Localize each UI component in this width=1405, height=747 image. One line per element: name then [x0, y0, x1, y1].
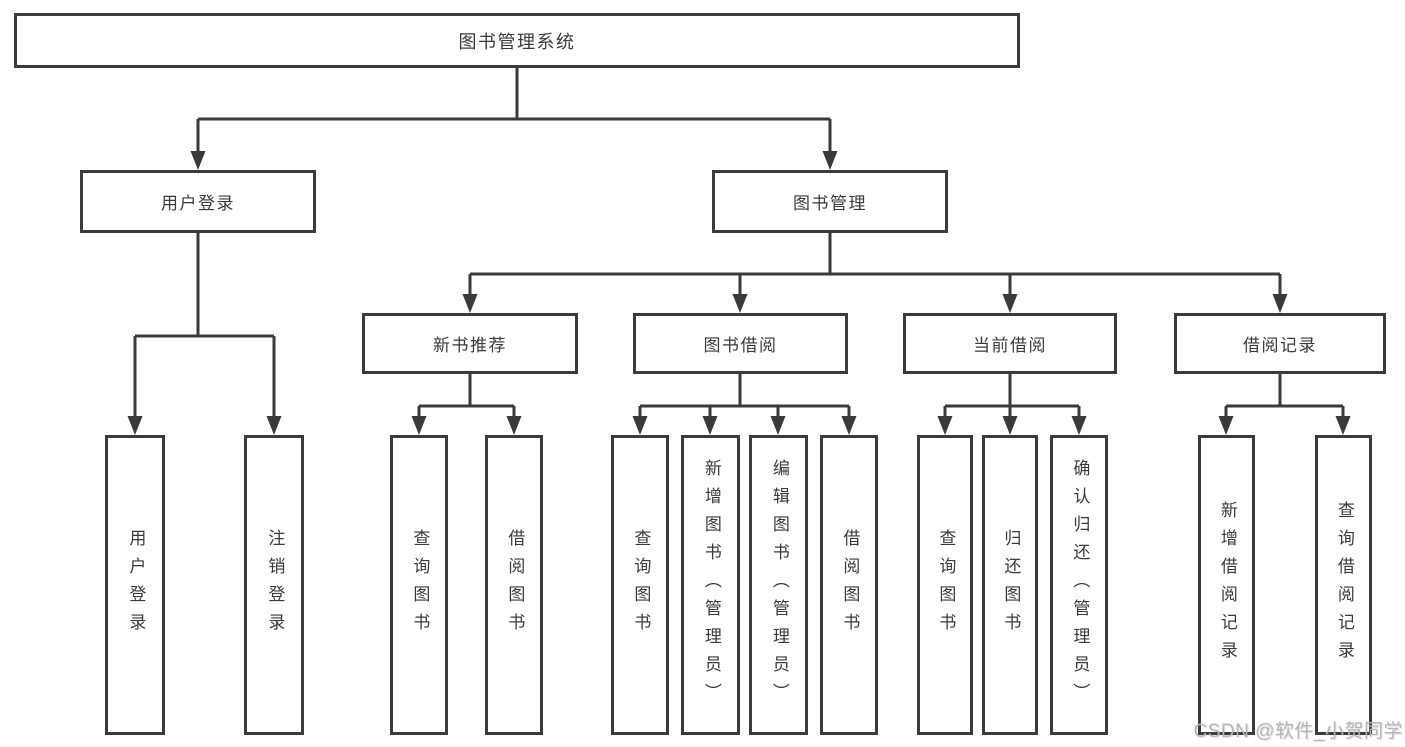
- arrowhead-icon: [462, 294, 478, 313]
- node-leaf-query-borrow-record: 查询借阅记录: [1315, 435, 1372, 735]
- node-leaf-borrow-books-1: 借阅图书: [485, 435, 543, 735]
- connector: [638, 374, 851, 420]
- arrowhead-icon: [411, 416, 427, 435]
- node-book-management-system: 图书管理系统: [14, 13, 1020, 68]
- node-leaf-return-books: 归还图书: [982, 435, 1038, 735]
- arrowhead-icon: [1272, 294, 1288, 313]
- node-label: 查询图书: [631, 529, 651, 641]
- arrowhead-icon: [841, 416, 857, 435]
- arrowhead-icon: [732, 294, 748, 313]
- node-leaf-borrow-books-2: 借阅图书: [820, 435, 878, 735]
- node-leaf-logout: 注销登录: [244, 435, 304, 735]
- node-leaf-add-books-admin: 新增图书（管理员）: [681, 435, 740, 735]
- node-label: 图书管理: [793, 194, 867, 213]
- node-leaf-edit-books-admin: 编辑图书（管理员）: [749, 435, 808, 735]
- node-label: 新书推荐: [433, 336, 507, 355]
- node-borrowing-records: 借阅记录: [1174, 313, 1386, 374]
- arrowhead-icon: [1002, 294, 1018, 313]
- node-label: 图书管理系统: [458, 31, 576, 52]
- connector: [133, 233, 276, 420]
- connector: [196, 68, 832, 155]
- arrowhead-icon: [822, 151, 838, 170]
- node-leaf-query-books-3: 查询图书: [917, 435, 973, 735]
- node-label: 借阅记录: [1243, 336, 1317, 355]
- node-user-login: 用户登录: [80, 170, 316, 233]
- node-label: 编辑图书（管理员）: [769, 459, 789, 711]
- arrowhead-icon: [1218, 416, 1234, 435]
- node-label: 注销登录: [265, 529, 285, 641]
- node-label: 当前借阅: [973, 336, 1047, 355]
- node-label: 查询借阅记录: [1334, 501, 1354, 669]
- node-label: 图书借阅: [703, 336, 778, 355]
- node-label: 用户登录: [161, 194, 235, 213]
- node-leaf-confirm-return-admin: 确认归还（管理员）: [1050, 435, 1108, 735]
- node-label: 归还图书: [1001, 529, 1021, 641]
- node-new-book-recommend: 新书推荐: [362, 313, 578, 374]
- arrowhead-icon: [702, 416, 718, 435]
- arrowhead-icon: [1071, 416, 1087, 435]
- node-book-management: 图书管理: [712, 170, 948, 233]
- node-label: 借阅图书: [840, 529, 860, 641]
- connector: [468, 233, 1282, 298]
- node-leaf-query-books-1: 查询图书: [390, 435, 448, 735]
- arrowhead-icon: [770, 416, 786, 435]
- arrowhead-icon: [632, 416, 648, 435]
- node-label: 用户登录: [126, 529, 146, 641]
- connector: [943, 374, 1081, 420]
- arrowhead-icon: [506, 416, 522, 435]
- node-leaf-user-login: 用户登录: [105, 435, 165, 735]
- node-label: 确认归还（管理员）: [1070, 459, 1090, 711]
- node-book-borrowing: 图书借阅: [633, 313, 848, 374]
- node-label: 查询图书: [410, 529, 430, 641]
- node-label: 查询图书: [936, 529, 956, 641]
- watermark: CSDN @软件_小贺同学: [1193, 721, 1403, 742]
- node-label: 新增图书（管理员）: [701, 459, 721, 711]
- arrowhead-icon: [127, 416, 143, 435]
- arrowhead-icon: [1002, 416, 1018, 435]
- connector: [417, 374, 516, 420]
- node-label: 借阅图书: [505, 529, 525, 641]
- arrowhead-icon: [266, 416, 282, 435]
- node-current-borrowing: 当前借阅: [903, 313, 1117, 374]
- arrowhead-icon: [937, 416, 953, 435]
- node-leaf-add-borrow-record: 新增借阅记录: [1198, 435, 1255, 735]
- arrowhead-icon: [190, 151, 206, 170]
- node-label: 新增借阅记录: [1217, 501, 1237, 669]
- node-leaf-query-books-2: 查询图书: [611, 435, 669, 735]
- connector: [1224, 374, 1345, 420]
- arrowhead-icon: [1335, 416, 1351, 435]
